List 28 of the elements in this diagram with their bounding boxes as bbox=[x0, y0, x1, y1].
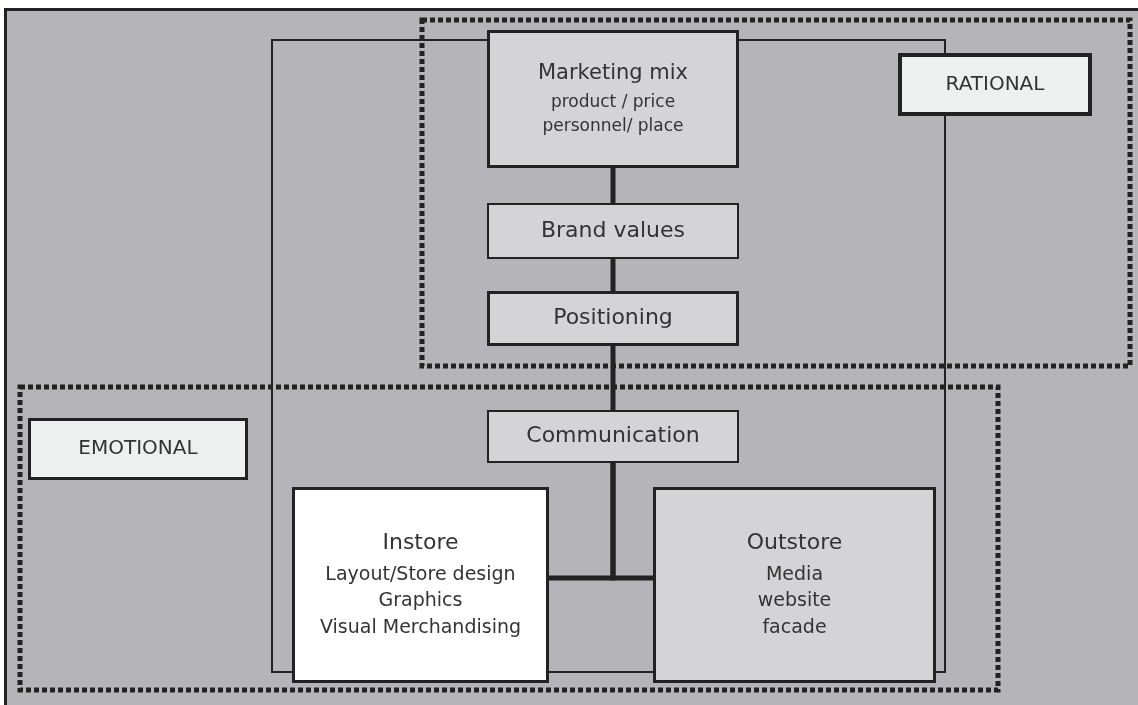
process-box bbox=[487, 291, 739, 346]
box-title: EMOTIONAL bbox=[78, 435, 198, 460]
box-text: Visual Merchandising bbox=[320, 615, 521, 639]
connector-line bbox=[610, 463, 653, 581]
box-title: Communication bbox=[526, 421, 700, 449]
box-text: personnel/ place bbox=[542, 115, 684, 137]
box-text: website bbox=[757, 588, 832, 613]
connector-line bbox=[610, 259, 616, 291]
process-box bbox=[487, 410, 739, 463]
connector-line bbox=[610, 168, 616, 203]
box-title: Instore bbox=[382, 528, 459, 556]
process-box bbox=[292, 487, 549, 683]
box-title: Brand values bbox=[540, 215, 686, 244]
box-title: RATIONAL bbox=[945, 70, 1045, 96]
process-box bbox=[898, 53, 1092, 116]
box-title: Outstore bbox=[746, 528, 843, 556]
box-title: Positioning bbox=[553, 303, 673, 331]
box-title: Marketing mix bbox=[537, 58, 689, 85]
box-text: Layout/Store design bbox=[325, 561, 516, 586]
box-text: Graphics bbox=[378, 588, 463, 613]
box-text: facade bbox=[762, 615, 827, 639]
box-text: Media bbox=[765, 561, 824, 586]
process-box bbox=[487, 203, 739, 259]
connector-line bbox=[610, 346, 616, 410]
process-box bbox=[28, 418, 248, 480]
box-text: product / price bbox=[550, 90, 676, 113]
process-box bbox=[653, 487, 936, 683]
process-box bbox=[487, 30, 739, 168]
